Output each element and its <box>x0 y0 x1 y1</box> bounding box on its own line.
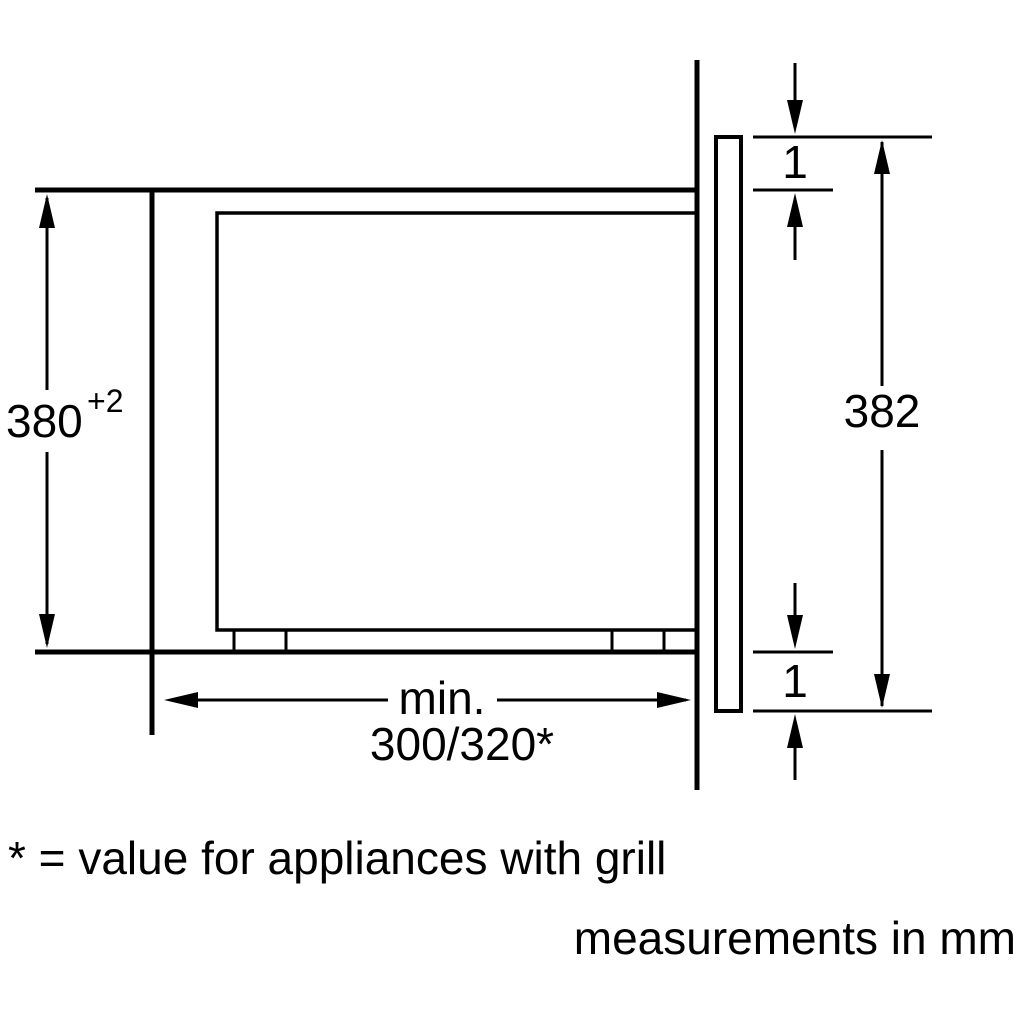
frame-height-arrowhead-bottom <box>874 674 890 708</box>
appliance-foot-left <box>232 628 288 654</box>
appliance-foot-right <box>610 628 666 654</box>
frame-height-label: 382 <box>844 385 921 437</box>
bottom-overlap-arrowhead-up <box>787 714 803 748</box>
footnote-grill: * = value for appliances with grill <box>8 832 666 884</box>
top-overlap-label: 1 <box>782 136 808 188</box>
bottom-overlap-arrowhead-down <box>787 615 803 649</box>
niche-height-tolerance-label: +2 <box>87 383 123 419</box>
niche-depth-arrowhead-left <box>164 692 198 708</box>
appliance-body <box>215 211 699 632</box>
niche-height-label: 380 <box>6 395 83 447</box>
niche-depth-arrowhead-right <box>657 692 691 708</box>
niche-depth-value-label: 300/320* <box>370 718 554 770</box>
niche-height-arrowhead-top <box>39 194 55 228</box>
niche-depth-min-label: min. <box>399 672 486 724</box>
top-overlap-arrowhead-down <box>787 100 803 134</box>
top-overlap-arrowhead-up <box>787 193 803 227</box>
bottom-overlap-label: 1 <box>782 655 808 707</box>
footnote-units: measurements in mm <box>574 912 1016 964</box>
frame-height-arrowhead-top <box>874 140 890 174</box>
front-frame <box>714 135 743 713</box>
niche-height-arrowhead-bottom <box>39 614 55 648</box>
